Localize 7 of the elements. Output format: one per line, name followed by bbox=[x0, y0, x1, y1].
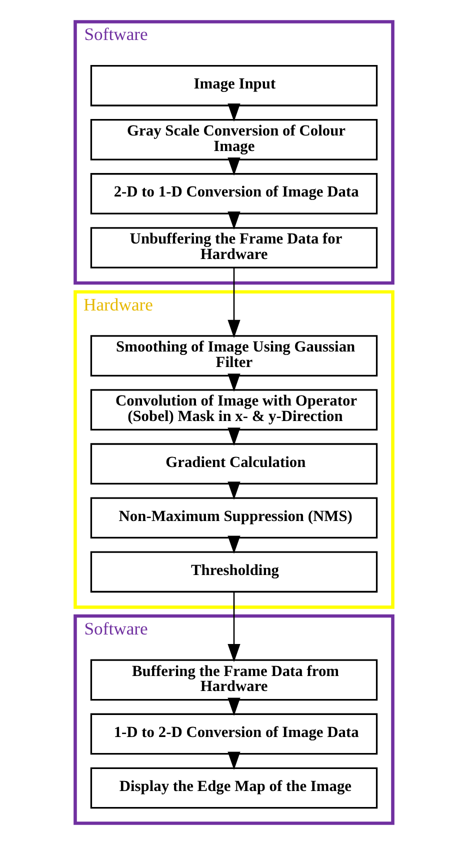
node-box: Thresholding bbox=[90, 551, 378, 593]
arrow bbox=[227, 752, 240, 770]
arrow bbox=[227, 268, 240, 338]
arrow bbox=[227, 698, 240, 716]
arrow bbox=[227, 592, 240, 662]
node-box: Display the Edge Map of the Image bbox=[90, 767, 378, 809]
node-box: Unbuffering the Frame Data for Hardware bbox=[90, 227, 378, 268]
